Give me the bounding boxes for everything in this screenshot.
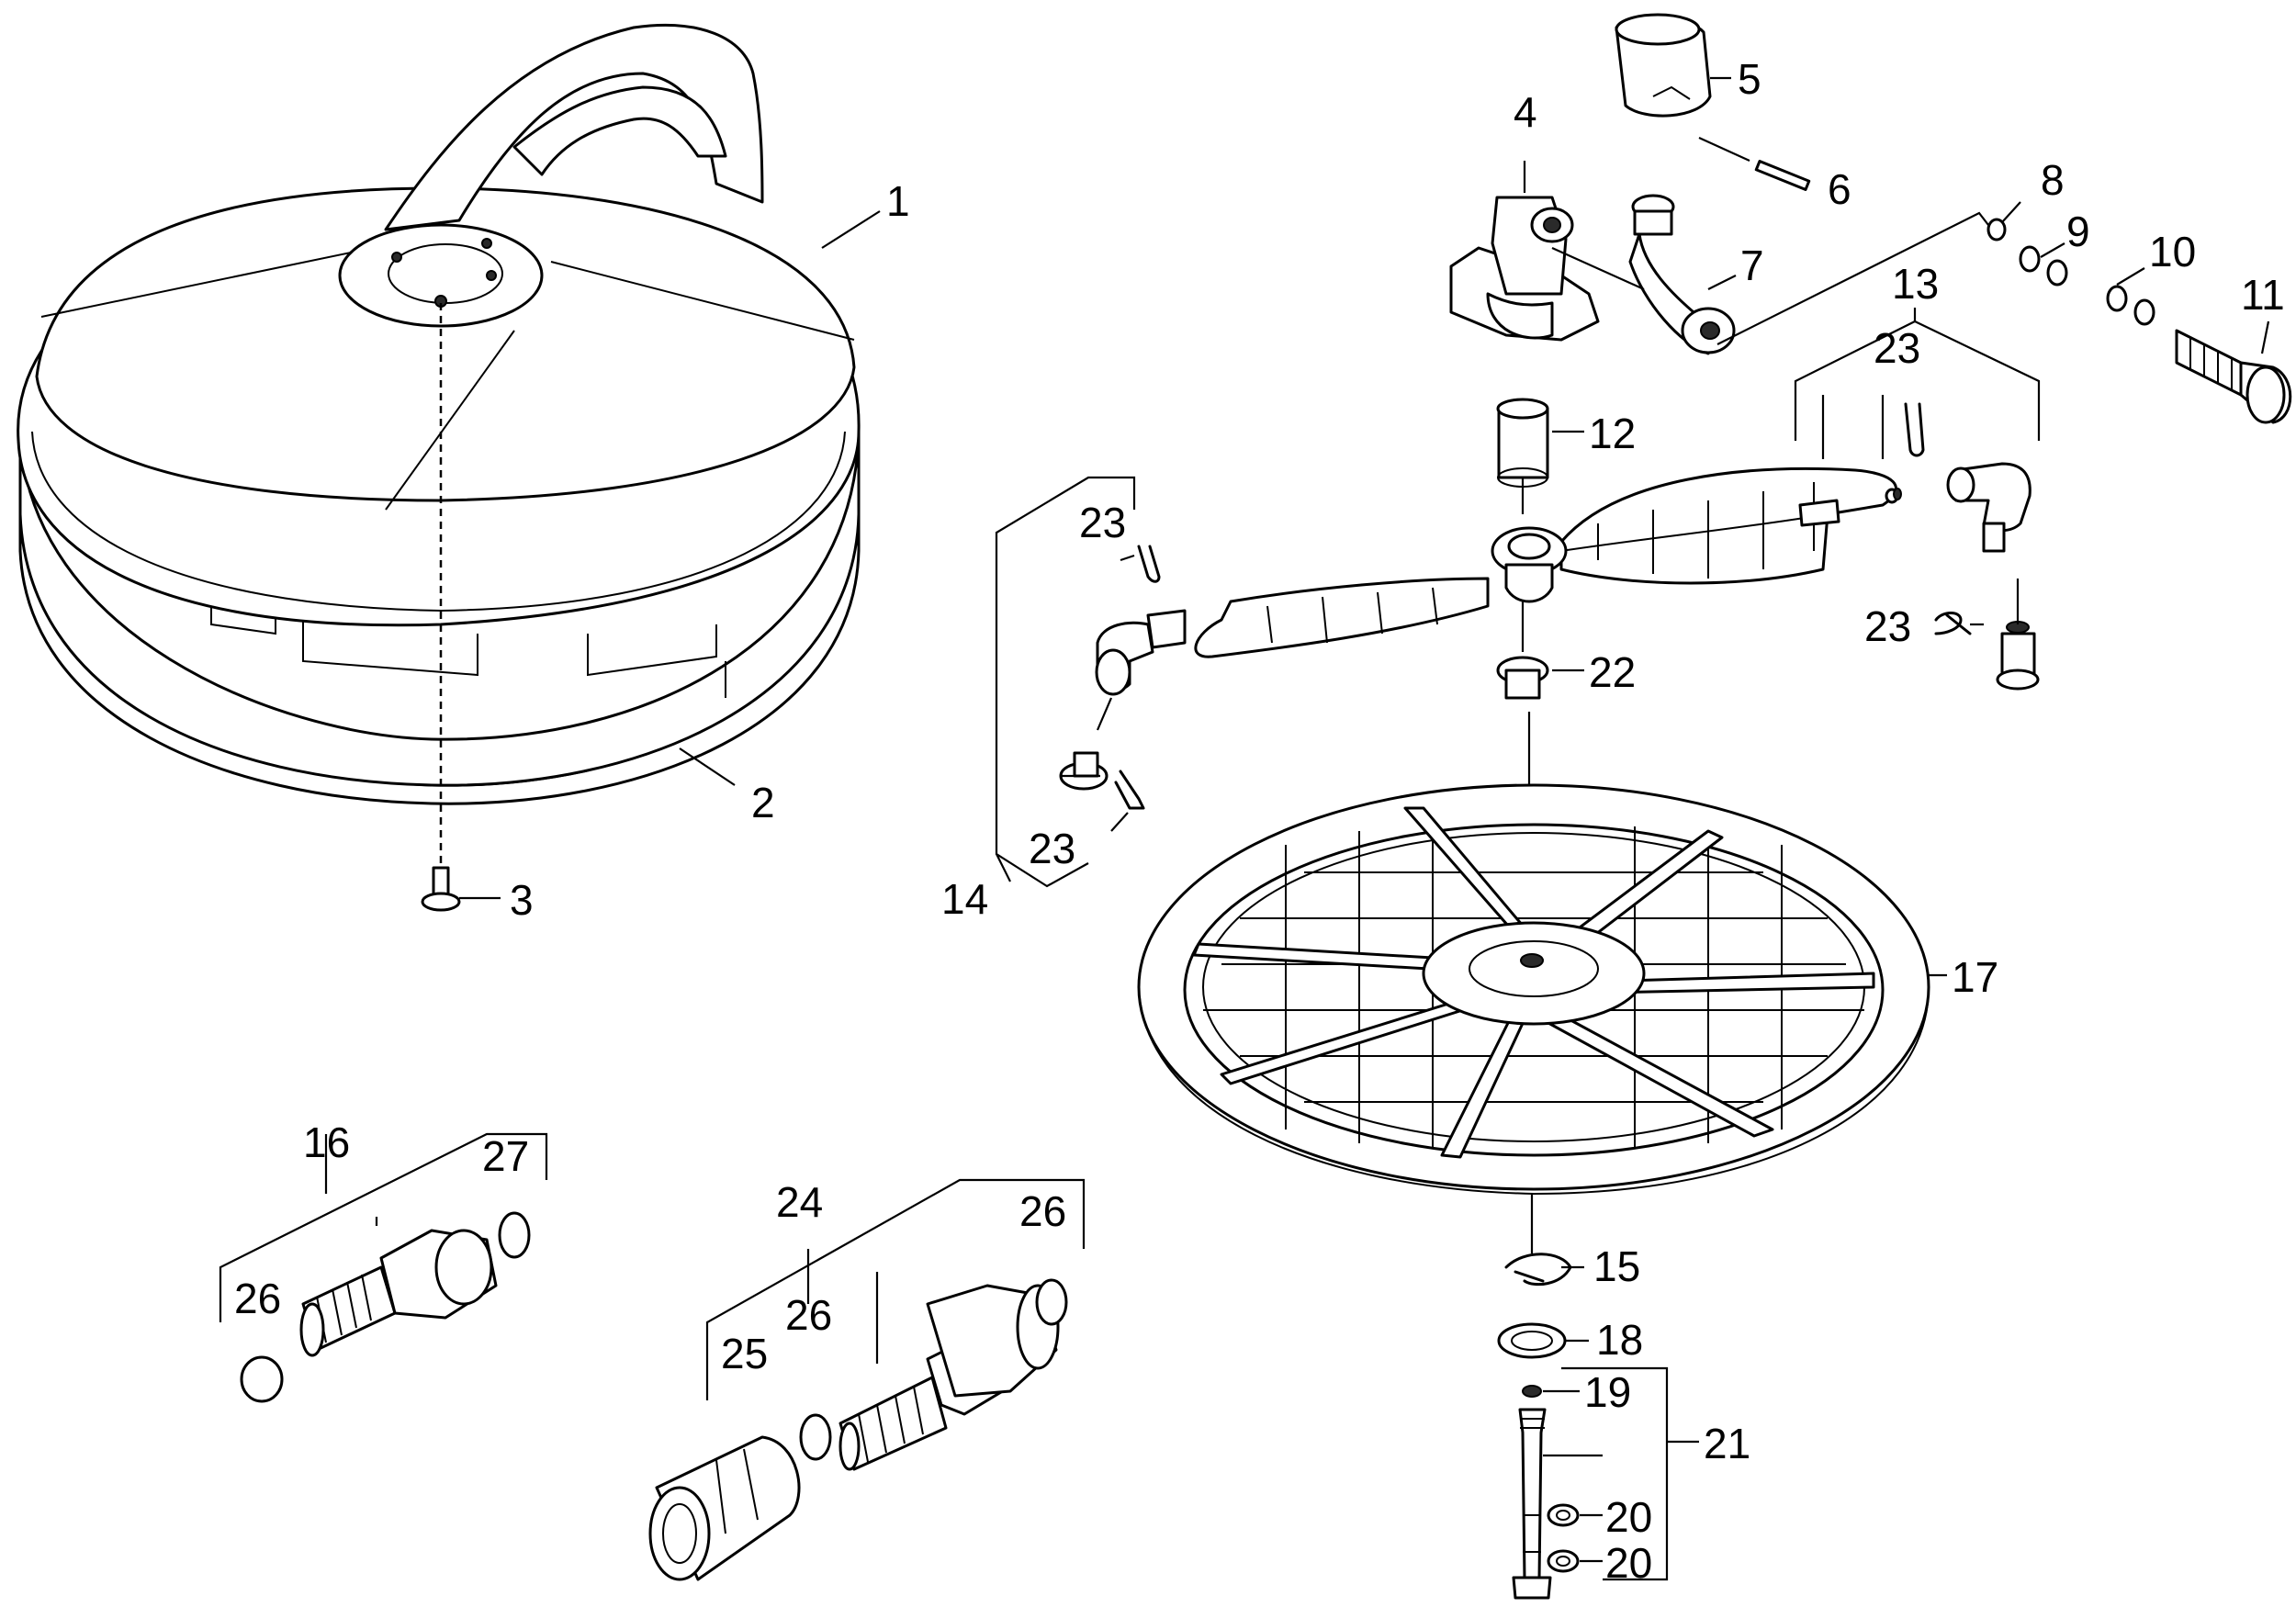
spacer-tube-part-12	[1496, 398, 1549, 488]
callout-3: 3	[510, 876, 534, 924]
circlip-part-15	[1504, 1253, 1572, 1287]
group-bracket-16	[219, 1132, 548, 1322]
nozzle-left	[1059, 751, 1109, 791]
elbow-left-part-14	[1095, 609, 1187, 696]
callout-24: 24	[776, 1178, 823, 1226]
callout-20-lower: 20	[1605, 1539, 1652, 1587]
clip-left-upper-part-23	[1137, 545, 1161, 583]
callout-26-right: 26	[1019, 1187, 1066, 1235]
callout-25: 25	[721, 1330, 768, 1377]
callout-26-middle: 26	[785, 1291, 832, 1339]
elbow-right-part-13	[1946, 462, 2032, 553]
rings-part-10	[2106, 285, 2155, 326]
ring-part-8	[1986, 218, 2007, 242]
callout-18: 18	[1596, 1316, 1643, 1364]
callout-15: 15	[1593, 1242, 1640, 1290]
ring-upper-part-20	[1547, 1503, 1580, 1527]
spray-arm-assembly	[1194, 466, 1899, 658]
callout-1: 1	[886, 177, 910, 225]
o-ring-part-26-b	[799, 1413, 832, 1461]
callout-17: 17	[1952, 953, 1998, 1001]
callout-23-right-lower: 23	[1864, 602, 1911, 650]
crank-arm-part-7	[1628, 194, 1736, 355]
knob-cap-part-5	[1615, 13, 1712, 118]
callout-2: 2	[751, 779, 775, 826]
callout-14: 14	[941, 875, 988, 923]
leader-lines	[459, 76, 2270, 1563]
seal-right	[1893, 488, 1902, 500]
callout-8: 8	[2041, 156, 2065, 204]
callout-23-right-upper: 23	[1874, 324, 1920, 372]
axle-shaft-part-21	[1512, 1408, 1552, 1600]
callout-23-left-lower: 23	[1029, 825, 1075, 872]
callout-5: 5	[1738, 55, 1761, 103]
bearing-block-part-4	[1449, 196, 1600, 342]
callout-26-left: 26	[234, 1275, 281, 1322]
nozzle-right	[1996, 621, 2040, 691]
rings-part-9	[2019, 245, 2068, 287]
ring-lower-part-20	[1547, 1549, 1580, 1573]
pin-part-6	[1754, 160, 1811, 191]
o-ring-part-27	[498, 1211, 531, 1259]
callout-12: 12	[1589, 410, 1636, 457]
callout-20-upper: 20	[1605, 1493, 1652, 1541]
clip-right-part-23	[1934, 612, 1972, 635]
callout-21: 21	[1704, 1420, 1750, 1467]
washer-part-18	[1497, 1322, 1567, 1359]
nozzle-part-11	[2175, 329, 2292, 424]
callout-10: 10	[2149, 228, 2196, 275]
ring-part-19	[1522, 1385, 1542, 1398]
group-bracket-24	[705, 1178, 1086, 1400]
adapter-part-16	[299, 1229, 498, 1357]
group-bracket-13	[1794, 308, 2041, 459]
callout-6: 6	[1828, 165, 1851, 213]
callout-7: 7	[1740, 242, 1764, 289]
cap-part-25	[648, 1435, 801, 1581]
clip-left-lower-part-23	[1114, 770, 1145, 810]
callout-23-left-upper: 23	[1079, 499, 1126, 546]
callout-22: 22	[1589, 648, 1636, 696]
callout-11: 11	[2241, 271, 2285, 319]
callout-4: 4	[1514, 88, 1537, 136]
bushing-part-22	[1496, 656, 1549, 700]
callout-19: 19	[1584, 1368, 1631, 1416]
callout-16: 16	[303, 1118, 350, 1166]
clip-upper-right-part-23	[1904, 402, 1925, 457]
screw-part-3	[421, 866, 461, 912]
callout-13: 13	[1892, 260, 1939, 308]
callout-9: 9	[2066, 208, 2090, 255]
brush-disc-part-17	[1137, 783, 1930, 1196]
group-bracket-21	[1561, 1366, 1699, 1581]
o-ring-part-26-c	[1035, 1278, 1068, 1326]
group-bracket-14	[995, 476, 1136, 888]
adapter-part-24	[838, 1284, 1060, 1471]
cover-hood-part-1	[17, 23, 861, 805]
callout-27: 27	[482, 1132, 529, 1180]
o-ring-part-26-a	[240, 1355, 284, 1403]
